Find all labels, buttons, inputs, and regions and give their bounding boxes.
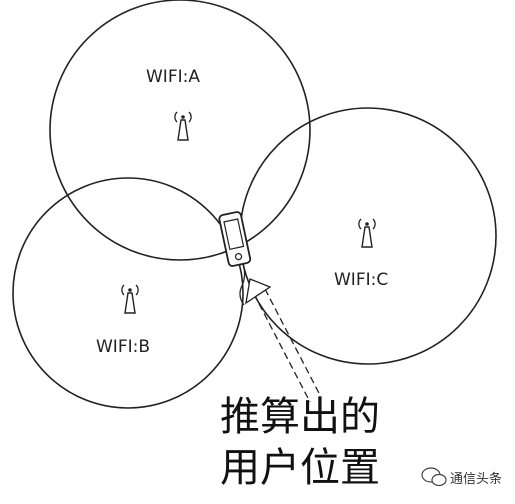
access-point-a: WIFI:A [146,67,200,141]
access-point-b: WIFI:B [96,284,150,357]
antenna-icon [358,218,376,248]
access-point-b-label: WIFI:B [96,337,150,357]
phone-icon [218,211,252,267]
access-point-a-label: WIFI:A [146,67,200,87]
coverage-circle-c [239,107,497,365]
watermark-text: 通信头条 [450,471,502,487]
coverage-circle-b [12,177,244,409]
phone-strap [239,263,246,306]
access-point-c-label: WIFI:C [334,270,388,290]
watermark: 通信头条 [421,467,502,487]
wechat-icon [421,467,447,487]
pointer-arrow [245,278,322,403]
access-point-c: WIFI:C [334,218,388,290]
coverage-circle-a [49,0,311,261]
antenna-icon [174,111,192,141]
annotation-line-2: 用户位置 [220,445,380,491]
annotation-line-1: 推算出的 [220,394,380,440]
antenna-icon [121,284,139,314]
